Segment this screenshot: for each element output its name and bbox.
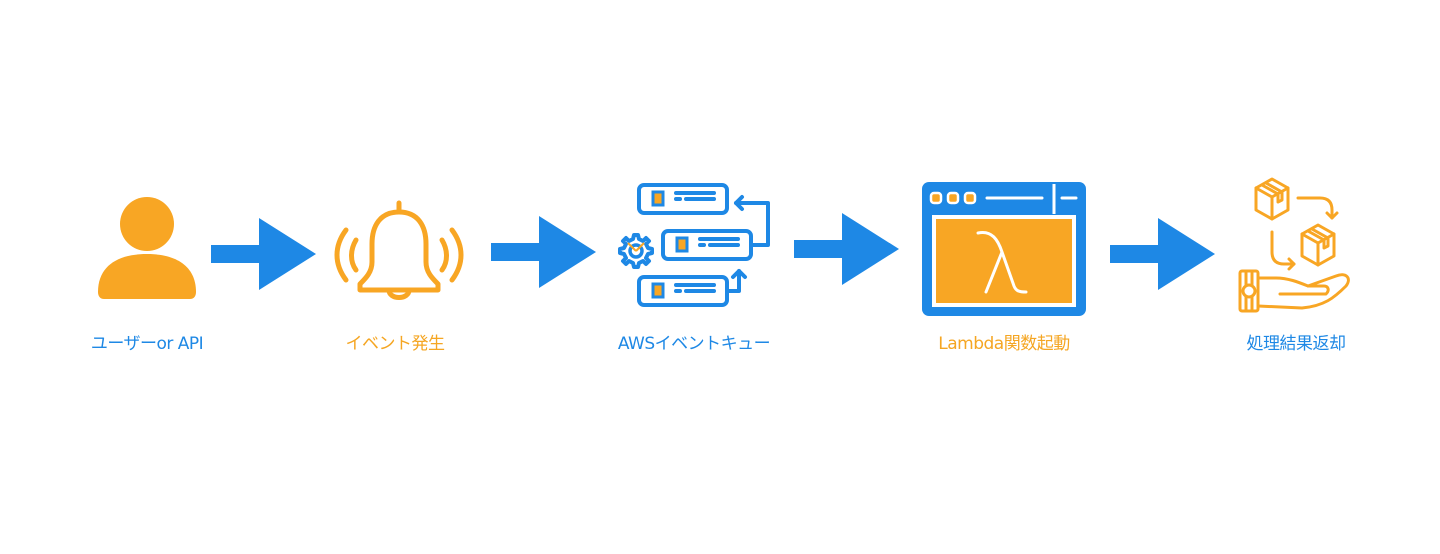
lambda-window-icon: [922, 182, 1086, 316]
bell-ringing-icon: [334, 200, 464, 300]
arrow-right-icon: [1110, 218, 1215, 290]
step-label-lambda: Lambda関数起動: [938, 334, 1070, 354]
user-icon: [98, 197, 196, 299]
step-label-result: 処理結果返却: [1246, 334, 1347, 354]
arrow-right-icon: [491, 216, 596, 288]
queue-list-gear-icon: [618, 183, 770, 307]
step-label-user: ユーザーor API: [90, 334, 204, 354]
arrow-right-icon: [211, 218, 316, 290]
step-label-queue: AWSイベントキュー: [617, 334, 771, 354]
arrow-right-icon: [794, 213, 899, 285]
step-label-event: イベント発生: [345, 334, 446, 354]
hand-boxes-icon: [1238, 177, 1350, 313]
